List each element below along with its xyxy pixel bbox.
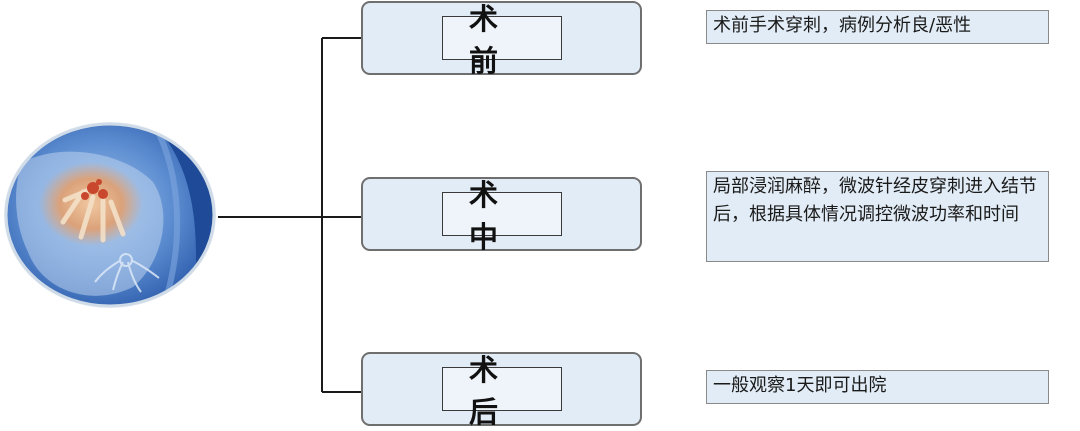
stage-label-postop: 术后 bbox=[442, 353, 562, 429]
stage-label-intraop: 术中 bbox=[442, 178, 562, 254]
note-preop: 术前手术穿刺，病例分析良/恶性 bbox=[706, 10, 1049, 44]
note-intraop: 局部浸润麻醉，微波针经皮穿刺进入结节后，根据具体情况调控微波功率和时间 bbox=[706, 171, 1049, 262]
connector-lines bbox=[218, 37, 361, 393]
stage-box-intraop: 术中 bbox=[361, 177, 642, 254]
stage-box-postop: 术后 bbox=[361, 352, 642, 429]
note-postop: 一般观察1天即可出院 bbox=[706, 370, 1049, 404]
stage-box-preop: 术前 bbox=[361, 1, 642, 78]
stage-label-preop: 术前 bbox=[442, 2, 562, 78]
breast-illustration-image bbox=[4, 122, 216, 308]
